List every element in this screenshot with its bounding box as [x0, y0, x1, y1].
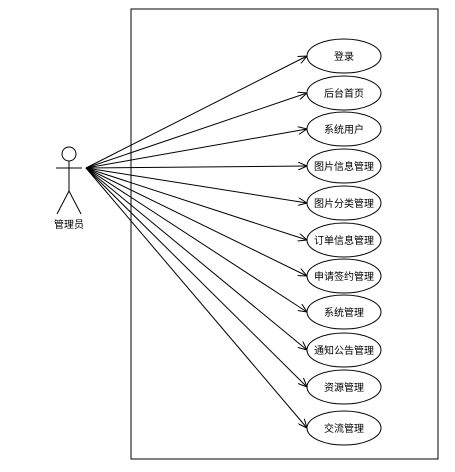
use-case-label: 通知公告管理 — [314, 344, 374, 357]
use-case-ellipse — [306, 148, 382, 184]
association-line — [85, 167, 307, 240]
use-case-label: 系统管理 — [324, 306, 364, 319]
use-case: 图片分类管理 — [306, 185, 382, 221]
actor-figure — [56, 146, 82, 215]
use-case-label: 交流管理 — [324, 422, 364, 435]
use-case-label: 资源管理 — [324, 381, 364, 394]
use-case: 系统管理 — [306, 294, 382, 330]
use-case: 订单信息管理 — [306, 222, 382, 258]
use-case-label: 后台首页 — [324, 87, 364, 100]
use-case-list: 登录后台首页系统用户图片信息管理图片分类管理订单信息管理申请签约管理系统管理通知… — [306, 38, 382, 446]
association-line — [85, 166, 307, 168]
use-case-ellipse — [306, 75, 382, 111]
association-line — [85, 167, 307, 387]
association-line — [85, 167, 307, 312]
use-case-label: 订单信息管理 — [314, 234, 374, 247]
association-line — [85, 167, 307, 350]
association-line — [85, 93, 307, 169]
actor-right-leg — [68, 190, 82, 215]
association-line — [85, 167, 307, 276]
use-case: 通知公告管理 — [306, 332, 382, 368]
use-case-label: 图片分类管理 — [314, 197, 374, 210]
use-case-ellipse — [306, 369, 382, 405]
use-case-ellipse — [306, 294, 382, 330]
association-links — [85, 56, 307, 428]
use-case-label: 申请签约管理 — [314, 270, 374, 283]
use-case: 后台首页 — [306, 75, 382, 111]
use-case-label: 图片信息管理 — [314, 160, 374, 173]
use-case: 申请签约管理 — [306, 258, 382, 294]
use-case-label: 系统用户 — [324, 123, 364, 136]
use-case: 图片信息管理 — [306, 148, 382, 184]
use-case-ellipse — [306, 185, 382, 221]
use-case: 登录 — [306, 38, 382, 74]
use-case-label: 登录 — [334, 50, 354, 63]
system-boundary — [130, 8, 439, 460]
association-line — [85, 167, 307, 428]
actor-left-leg — [56, 190, 70, 215]
use-case-ellipse — [306, 111, 382, 147]
actor-name: 管理员 — [54, 218, 84, 231]
use-case-ellipse — [306, 410, 382, 446]
use-case-ellipse — [306, 222, 382, 258]
use-case-ellipse — [306, 258, 382, 294]
use-case-ellipse — [306, 332, 382, 368]
association-line — [85, 56, 307, 169]
association-line — [85, 167, 307, 203]
use-case: 交流管理 — [306, 410, 382, 446]
association-line — [85, 129, 307, 169]
actor-head — [61, 146, 77, 162]
use-case: 资源管理 — [306, 369, 382, 405]
use-case: 系统用户 — [306, 111, 382, 147]
use-case-ellipse — [306, 38, 382, 74]
